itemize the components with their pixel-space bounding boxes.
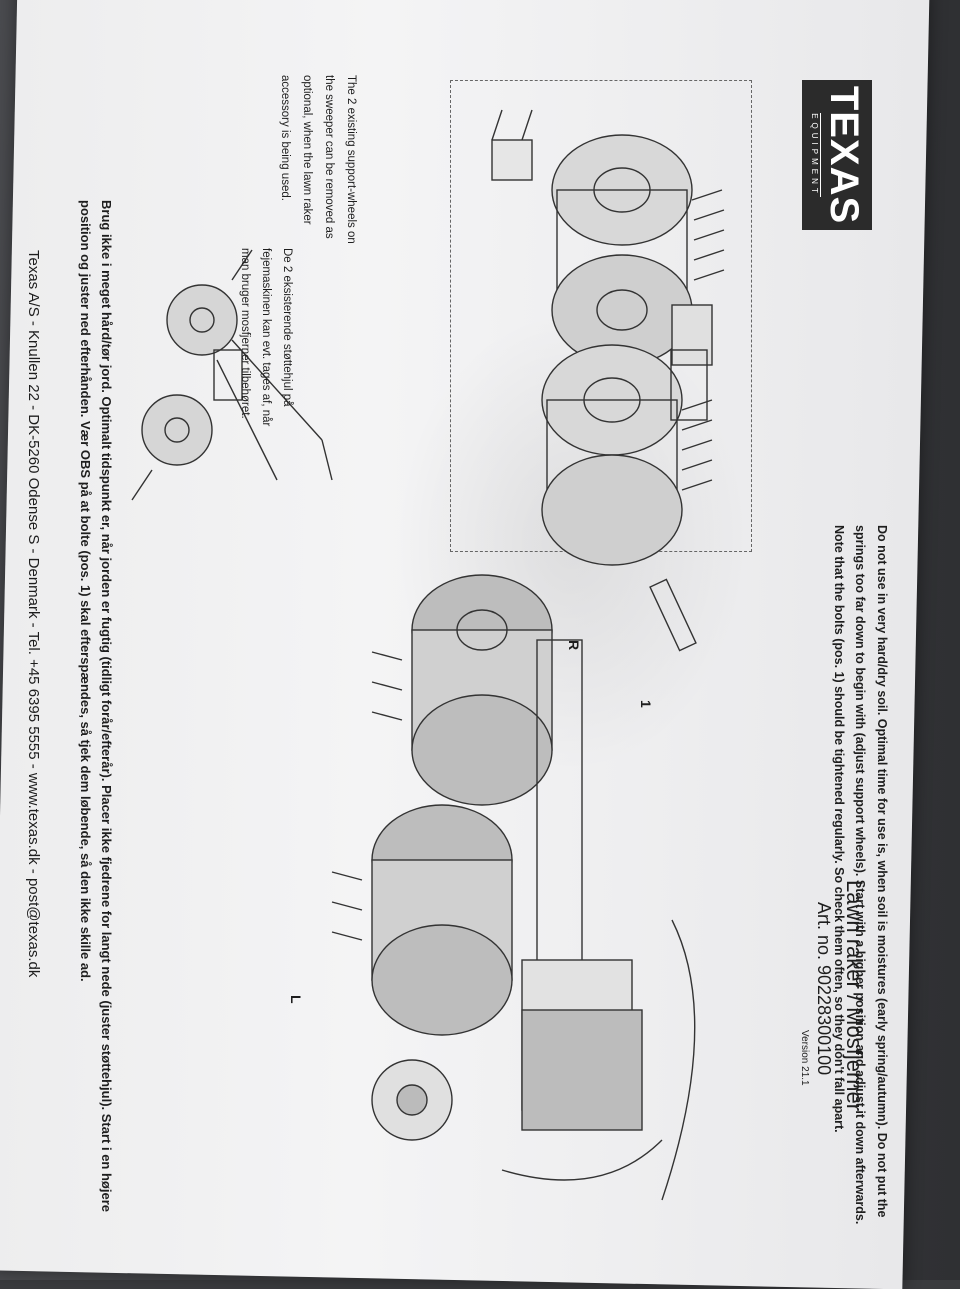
machine-drawing [331, 574, 697, 1201]
label-l: L [288, 995, 304, 1004]
label-r: R [566, 640, 582, 651]
label-position-1: 1 [638, 700, 654, 708]
drum-top-left-box [491, 109, 725, 566]
note-english: The 2 existing support-wheels on the swe… [279, 75, 357, 244]
instructions-english: Do not use in very hard/dry soil. Optima… [832, 525, 889, 1225]
rotated-page-content: TEXAS EQUIPMENT Lawn raker / Mosfjerner … [22, 20, 922, 1260]
footer-contact: Texas A/S - Knullen 22 - DK-5260 Odense … [25, 250, 42, 978]
assembly-diagram [131, 109, 725, 1201]
support-wheels-drawing [131, 249, 333, 501]
instructions-danish: Brug ikke i meget hård/tør jord. Optimal… [78, 200, 114, 1213]
note-danish: De 2 eksisterende støttehjul på fejemask… [239, 248, 293, 427]
